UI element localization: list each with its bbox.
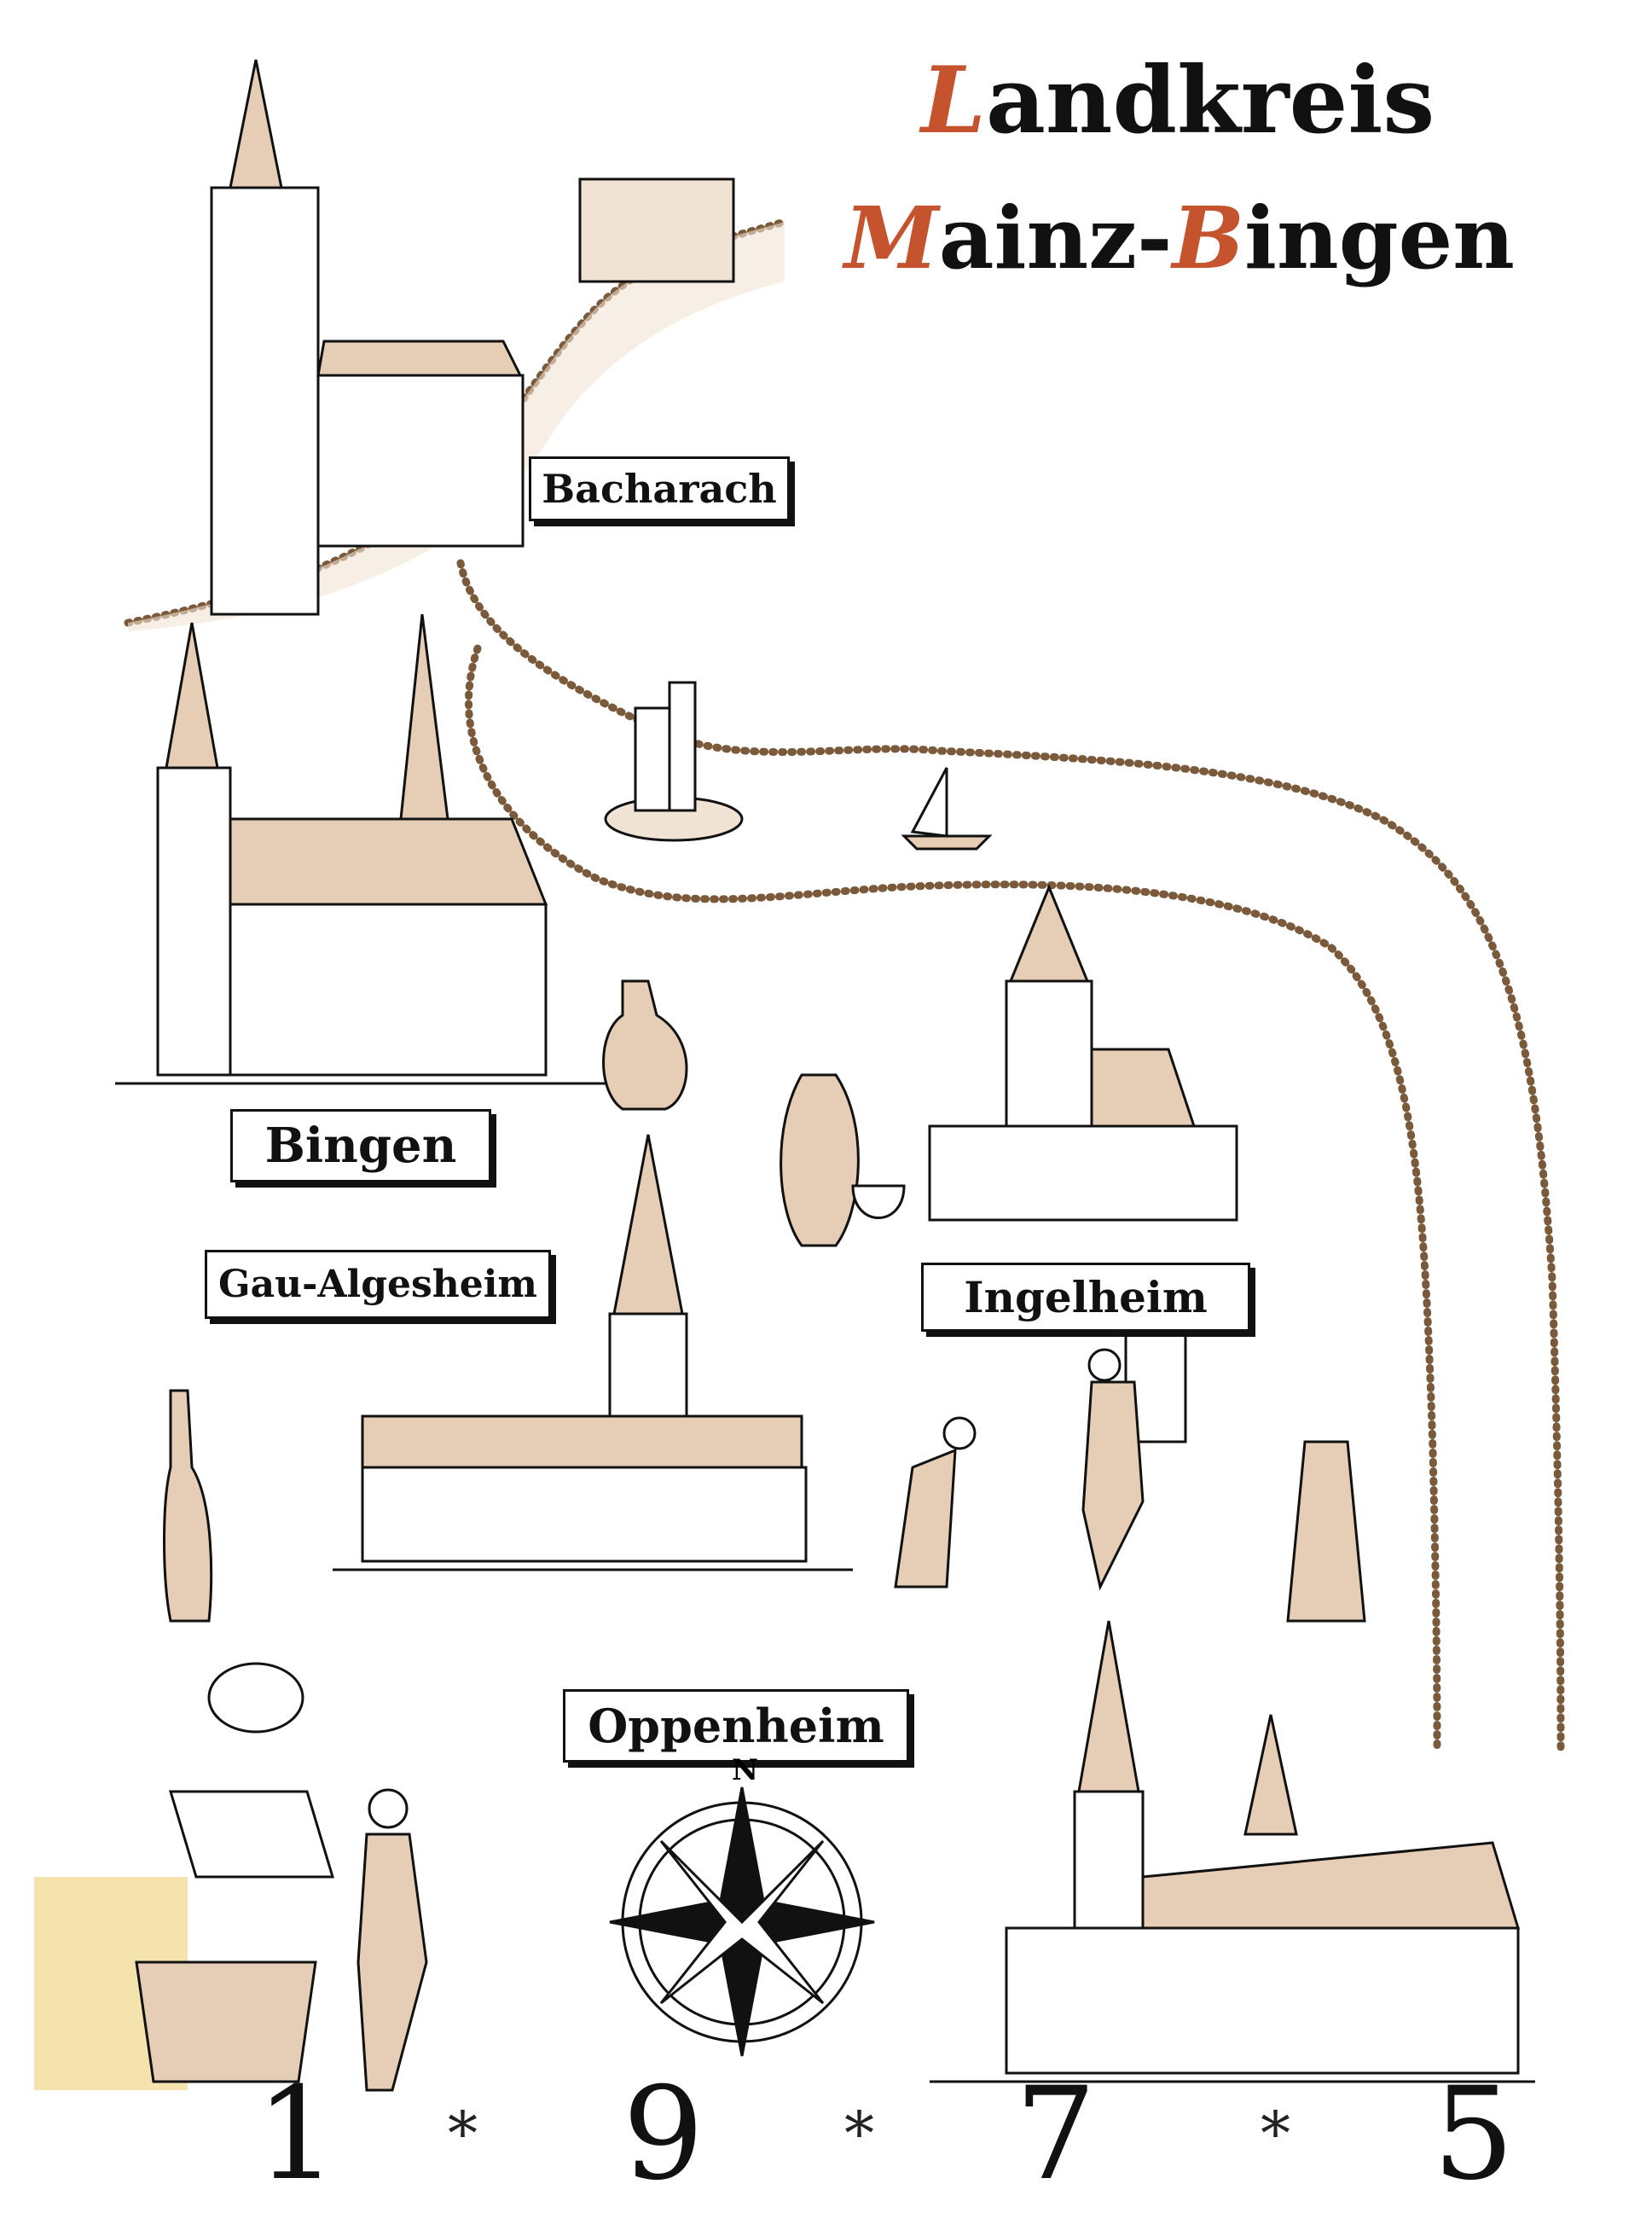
bacharach-church xyxy=(210,59,735,616)
year-digit-2: 9 xyxy=(623,2060,704,2209)
title-line-1: Landkreis xyxy=(921,47,1435,154)
wine-press-scene xyxy=(34,1662,428,2092)
ingelheim-buildings xyxy=(928,884,1238,1222)
oppenheim-church xyxy=(930,1620,1535,2083)
title-initial-m: M xyxy=(844,188,939,288)
wine-jugs xyxy=(163,979,1366,1623)
year-star-2: * xyxy=(844,2099,874,2169)
vintner-figures xyxy=(894,1321,1187,1591)
year-digit-1: 1 xyxy=(256,2060,338,2209)
title-initial-b: B xyxy=(1172,188,1245,288)
title-initial-l: L xyxy=(921,47,986,154)
year-star-3: * xyxy=(1261,2099,1290,2169)
gau-algesheim-church xyxy=(333,1134,853,1571)
label-ingelheim: Ingelheim xyxy=(921,1263,1250,1332)
title-line-2-rest: ingen xyxy=(1244,188,1515,288)
year-digit-4: 5 xyxy=(1433,2060,1515,2209)
label-bacharach: Bacharach xyxy=(529,456,790,521)
compass-north-label: N xyxy=(732,1753,759,1787)
year-star-1: * xyxy=(448,2099,478,2169)
bingen-church xyxy=(115,613,614,1085)
compass-rose xyxy=(609,1786,875,2057)
year-digit-3: 7 xyxy=(1015,2060,1097,2209)
label-bingen: Bingen xyxy=(230,1109,491,1182)
title-line-1-rest: andkreis xyxy=(985,47,1435,154)
title-line-2-mid: ainz- xyxy=(938,188,1173,288)
label-gau-algesheim: Gau-Algesheim xyxy=(205,1250,551,1319)
title-line-2: Mainz-Bingen xyxy=(844,188,1515,288)
mouse-tower-island xyxy=(604,681,993,851)
label-oppenheim: Oppenheim xyxy=(563,1689,909,1763)
